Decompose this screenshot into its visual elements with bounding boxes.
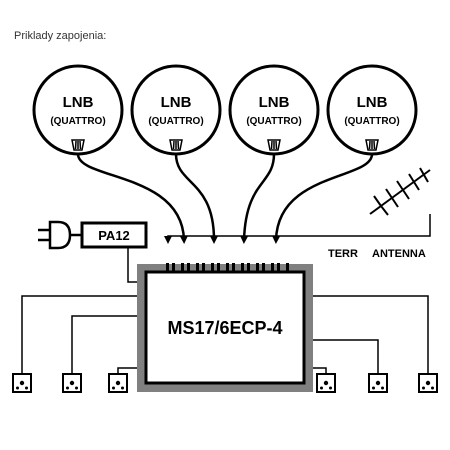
tv-outlet-icon xyxy=(316,373,336,393)
lnb-label: LNB xyxy=(357,94,388,111)
tv-outlet-icon xyxy=(108,373,128,393)
antenna-label-terr: TERR xyxy=(328,248,358,260)
lnb-unit: LNB (QUATTRO) xyxy=(130,64,222,156)
lnb-label: LNB xyxy=(259,94,290,111)
antenna-cable xyxy=(164,214,431,244)
lnb-feedhorn-icon xyxy=(169,139,183,151)
tv-outlet-icon xyxy=(368,373,388,393)
output-cables xyxy=(21,295,429,374)
lnb-unit: LNB (QUATTRO) xyxy=(32,64,124,156)
lnb-feedhorn-icon xyxy=(267,139,281,151)
lnb-unit: LNB (QUATTRO) xyxy=(326,64,418,156)
power-plug-icon xyxy=(38,220,82,250)
power-supply-label: PA12 xyxy=(98,228,130,243)
lnb-label: LNB xyxy=(161,94,192,111)
tv-outlet-icon xyxy=(12,373,32,393)
lnb-cables xyxy=(76,153,374,244)
tv-outlet-icon xyxy=(418,373,438,393)
lnb-sublabel: (QUATTRO) xyxy=(344,116,399,127)
power-supply-box xyxy=(80,221,148,249)
caption: Priklady zapojenia: xyxy=(14,30,107,42)
terrestrial-antenna-icon xyxy=(369,167,431,216)
power-cable xyxy=(127,247,140,283)
tv-outlet-icon xyxy=(62,373,82,393)
lnb-label: LNB xyxy=(63,94,94,111)
lnb-sublabel: (QUATTRO) xyxy=(246,116,301,127)
lnb-sublabel: (QUATTRO) xyxy=(148,116,203,127)
multiswitch-label: MS17/6ECP-4 xyxy=(167,318,282,338)
antenna-label-antenna: ANTENNA xyxy=(372,248,426,260)
lnb-unit: LNB (QUATTRO) xyxy=(228,64,320,156)
multiswitch-input-ports xyxy=(166,263,289,271)
lnb-feedhorn-icon xyxy=(365,139,379,151)
lnb-feedhorn-icon xyxy=(71,139,85,151)
lnb-sublabel: (QUATTRO) xyxy=(50,116,105,127)
multiswitch-box xyxy=(144,270,306,385)
